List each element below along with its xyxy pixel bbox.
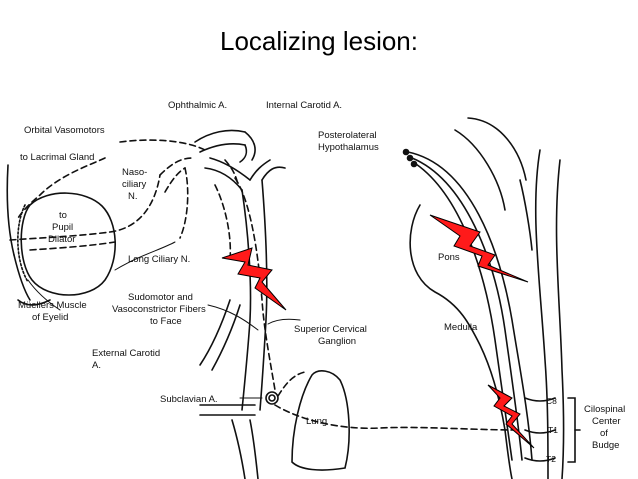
label-muellers-2: of Eyelid <box>32 312 68 323</box>
label-ciliospinal-1: Cilospinal <box>584 404 625 415</box>
label-subclavian: Subclavian A. <box>160 394 218 405</box>
eye-globe <box>20 192 116 296</box>
label-ciliospinal-4: Budge <box>592 440 619 451</box>
slide-title: Localizing lesion: <box>219 26 418 56</box>
label-pons: Pons <box>438 252 460 263</box>
label-posterolateral-2: Hypothalamus <box>318 142 379 153</box>
label-sudomotor-3: to Face <box>150 316 182 327</box>
label-superior-cervical-2: Ganglion <box>318 336 356 347</box>
label-medulla: Medulla <box>444 322 478 333</box>
label-muellers-1: Müellers Muscle <box>18 300 87 311</box>
brainstem <box>409 204 513 479</box>
label-nasociliary-3: N. <box>128 191 138 202</box>
eyelid <box>17 204 29 283</box>
label-pupil-dilator-1: to <box>59 210 67 221</box>
label-orbital-vasomotors: Orbital Vasomotors <box>24 125 105 136</box>
label-external-carotid-2: A. <box>92 360 101 371</box>
label-pupil-dilator-3: Dilator <box>48 234 75 245</box>
label-posterolateral-1: Posterolateral <box>318 130 377 141</box>
lesion-pons-icon <box>429 214 529 283</box>
label-t1: T1 <box>548 425 558 435</box>
ciliospinal-bracket <box>567 397 576 463</box>
label-nasociliary-2: ciliary <box>122 179 147 190</box>
lung <box>291 370 350 471</box>
orbital-vasomotor-fibers <box>119 139 206 151</box>
lesion-carotid-icon <box>221 247 287 311</box>
descending-tract-3 <box>415 163 513 461</box>
label-sudomotor-2: Vasoconstrictor Fibers <box>112 304 206 315</box>
descending-tract-1 <box>407 151 533 461</box>
label-nasociliary-1: Naso- <box>122 167 147 178</box>
label-lung: Lung <box>306 416 327 427</box>
label-c8: C8 <box>546 396 557 406</box>
label-ciliospinal-2: Center <box>592 416 621 427</box>
lacrimal-fibers <box>17 157 106 219</box>
label-sudomotor-1: Sudomotor and <box>128 292 193 303</box>
lightning-lesion-icon <box>221 214 535 449</box>
label-t2: T2 <box>546 454 556 464</box>
label-internal-carotid: Internal Carotid A. <box>266 100 342 111</box>
label-external-carotid-1: External Carotid <box>92 348 160 359</box>
label-ophthalmic: Ophthalmic A. <box>168 100 227 111</box>
label-lacrimal-gland: to Lacrimal Gland <box>20 152 94 163</box>
postganglionic-fibers <box>234 177 276 391</box>
label-ciliospinal-3: of <box>600 428 608 439</box>
label-long-ciliary: Long Ciliary N. <box>128 254 190 265</box>
preganglionic-fibers <box>277 371 306 397</box>
label-pupil-dilator-2: Pupil <box>52 222 73 233</box>
lesion-spinal-icon <box>487 384 535 449</box>
label-superior-cervical-1: Superior Cervical <box>294 324 367 335</box>
